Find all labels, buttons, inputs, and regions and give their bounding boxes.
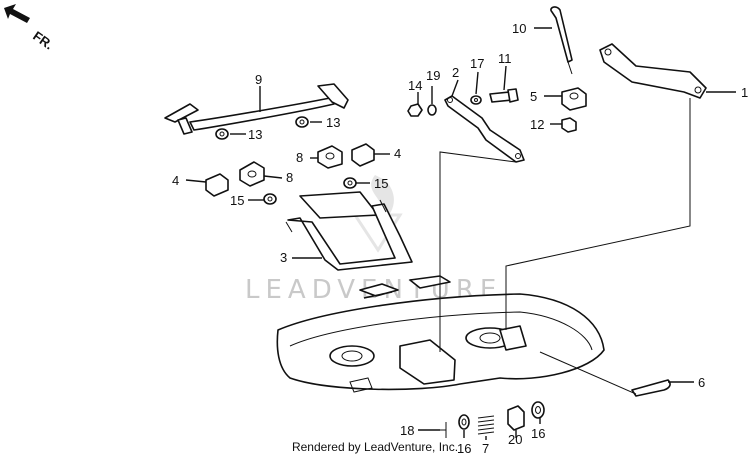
- direction-label: FR.: [30, 28, 56, 52]
- callout-8-lower: 8: [286, 170, 293, 185]
- part-15-nut-left: [263, 193, 277, 205]
- part-11-bolt: [489, 88, 519, 103]
- callout-12: 12: [530, 117, 544, 132]
- part-8-collar-lower: [239, 161, 265, 187]
- callout-8-upper: 8: [296, 150, 303, 165]
- part-1-lever: [599, 43, 707, 99]
- part-16-washer-left: [458, 414, 470, 430]
- part-4-block-upper: [351, 143, 375, 167]
- callout-19: 19: [426, 68, 440, 83]
- part-17-washer: [470, 95, 482, 105]
- part-5-collar: [561, 87, 587, 111]
- callout-2: 2: [452, 65, 459, 80]
- callout-13-left: 13: [248, 127, 262, 142]
- callout-20: 20: [508, 432, 522, 447]
- part-2-bracket: [444, 95, 525, 163]
- part-15-nut-right: [343, 177, 357, 189]
- callout-16-left: 16: [457, 441, 471, 456]
- part-13-nut-left: [215, 128, 229, 140]
- callout-7: 7: [482, 441, 489, 456]
- callout-1: 1: [741, 85, 748, 100]
- callout-10: 10: [512, 21, 526, 36]
- callout-5: 5: [530, 89, 537, 104]
- part-9-link-rod: [164, 83, 349, 135]
- part-4-block-lower: [205, 173, 229, 197]
- callout-4-lower: 4: [172, 173, 179, 188]
- part-19-spacer: [427, 104, 437, 116]
- callout-6: 6: [698, 375, 705, 390]
- callout-9: 9: [255, 72, 262, 87]
- callout-16-right: 16: [531, 426, 545, 441]
- part-14-nut: [407, 103, 423, 117]
- callout-4-upper: 4: [394, 146, 401, 161]
- callout-15-right: 15: [374, 176, 388, 191]
- part-7-spring: [477, 415, 495, 435]
- part-10-hitch-pin: [550, 6, 573, 75]
- callout-17: 17: [470, 56, 484, 71]
- part-20-bushing: [507, 405, 525, 431]
- callout-3: 3: [280, 250, 287, 265]
- callout-14: 14: [408, 78, 422, 93]
- part-8-collar-upper: [317, 145, 343, 169]
- mower-deck: [276, 275, 605, 393]
- credit-text: Rendered by LeadVenture, Inc.: [291, 440, 459, 454]
- part-6-clip: [631, 379, 671, 397]
- callout-11: 11: [498, 51, 512, 66]
- part-12-nut: [561, 117, 577, 133]
- callout-18: 18: [400, 423, 414, 438]
- callout-13-right: 13: [326, 115, 340, 130]
- callout-15-left: 15: [230, 193, 244, 208]
- part-13-nut-right: [295, 116, 309, 128]
- part-16-washer-right: [531, 401, 545, 419]
- part-3-guard-plate: [285, 191, 413, 271]
- front-direction-arrow-icon: [4, 4, 30, 23]
- leader-lines: [185, 27, 736, 440]
